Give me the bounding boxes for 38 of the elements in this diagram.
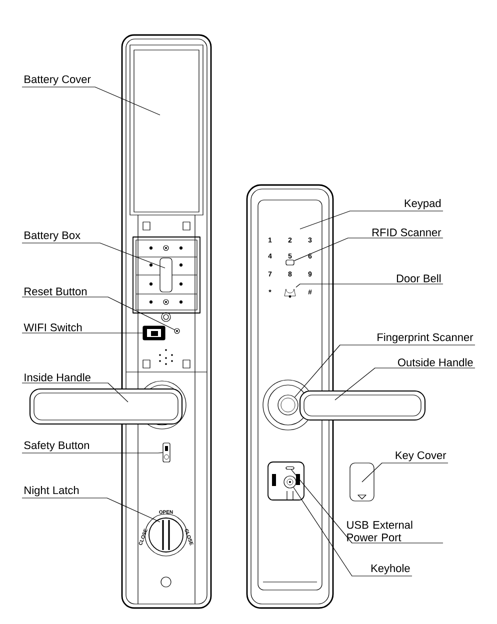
leader-line <box>334 368 476 400</box>
leader-line <box>22 498 160 522</box>
card-reader-symbol <box>286 260 294 266</box>
callout-label: WIFI Switch <box>24 323 82 332</box>
callout-label: Key Cover <box>396 451 446 462</box>
leader-line <box>300 210 444 230</box>
callout-label: Reset Button <box>24 288 87 296</box>
callout-label: Inside Handle <box>24 373 90 382</box>
switch <box>142 326 166 340</box>
callout-label: Keypad <box>404 199 441 210</box>
fingerprint-sensor <box>278 394 298 416</box>
callout-label: Fingerprint Scanner <box>378 333 474 344</box>
usb-port <box>286 466 294 470</box>
leader-line <box>22 242 166 268</box>
callout-label: RFID Scanner <box>372 228 442 236</box>
callout-label: Battery Cover <box>24 75 91 86</box>
leader-line <box>22 382 128 402</box>
callout-label: USB External Power Port <box>347 520 412 542</box>
leader-line <box>22 332 143 334</box>
leader-line <box>290 469 444 544</box>
leader-line <box>362 462 448 482</box>
callout-label: Safety Button <box>24 441 89 452</box>
leader-line <box>22 452 163 454</box>
callout-label: Night Latch <box>24 486 79 496</box>
safety-button <box>162 442 170 462</box>
leader-line <box>22 86 160 116</box>
reset-button <box>174 328 180 334</box>
leader-line <box>293 486 412 576</box>
leader-line <box>294 238 444 261</box>
leader-line <box>294 344 476 398</box>
leader-line <box>22 296 175 330</box>
keyhole <box>284 476 296 488</box>
bell-icon <box>284 288 296 298</box>
callout-label: Door Bell <box>396 274 441 282</box>
leader-line <box>296 284 444 288</box>
callout-label: Outside Handle <box>398 358 473 366</box>
callout-label: Battery Box <box>24 231 80 242</box>
callout-label: Keyhole <box>371 564 410 574</box>
